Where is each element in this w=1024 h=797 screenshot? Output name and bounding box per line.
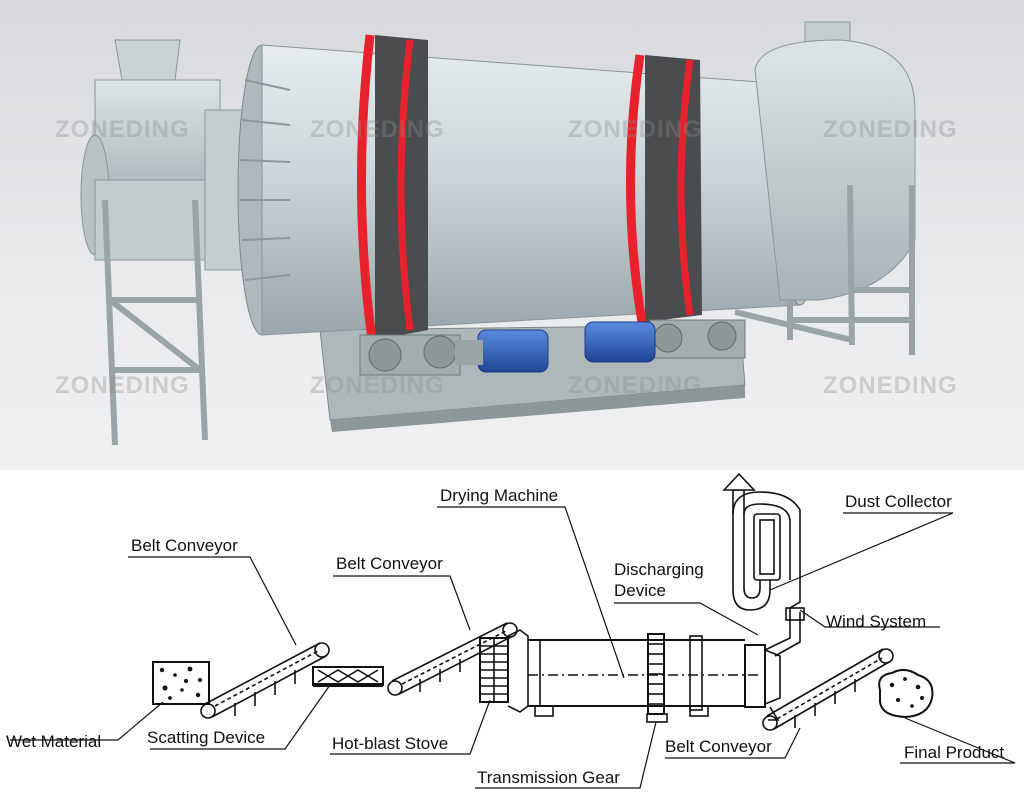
drive-motor-right (584, 321, 656, 363)
belt-conveyor-2 (387, 622, 518, 696)
watermark: ZONEDING (310, 372, 445, 399)
riding-ring-left (357, 34, 428, 341)
support-rollers (359, 319, 746, 376)
watermark: ZONEDING (55, 372, 190, 399)
watermark: ZONEDING (55, 116, 190, 143)
watermark: ZONEDING (823, 372, 958, 399)
label-discharging-device-line1: Discharging (614, 560, 704, 579)
drive-motor-left (455, 329, 549, 373)
label-belt-conveyor-3: Belt Conveyor (665, 737, 772, 756)
scatting-device (312, 666, 384, 687)
dryer-drum (237, 44, 819, 336)
rotary-dryer-illustration (80, 21, 916, 446)
label-final-product: Final Product (904, 743, 1005, 762)
dust-collector-system (722, 472, 805, 657)
belt-conveyor-3 (762, 648, 894, 731)
belt-conveyor-1 (200, 642, 330, 719)
rotary-dryer-photo: ZONEDING ZONEDING ZONEDING ZONEDING ZONE… (0, 0, 1024, 470)
leader-lines (10, 506, 1016, 789)
label-wet-material: Wet Material (6, 732, 102, 751)
label-belt-conveyor-2: Belt Conveyor (336, 554, 443, 573)
watermark: ZONEDING (310, 116, 445, 143)
label-belt-conveyor-1: Belt Conveyor (131, 536, 238, 555)
watermark: ZONEDING (823, 116, 958, 143)
label-wind-system: Wind System (826, 612, 927, 631)
label-hot-blast-stove: Hot-blast Stove (332, 734, 449, 753)
process-flow-drawing (10, 472, 1016, 789)
label-dust-collector: Dust Collector (845, 492, 952, 511)
discharge-hood-legs (734, 184, 915, 355)
label-discharging-device-line2: Device (614, 581, 666, 600)
watermark: ZONEDING (568, 116, 703, 143)
riding-ring-right (625, 54, 702, 323)
final-product-pile (878, 669, 934, 719)
hot-blast-stove (479, 637, 509, 703)
label-drying-machine: Drying Machine (440, 486, 559, 505)
watermark: ZONEDING (568, 372, 703, 399)
label-transmission-gear: Transmission Gear (477, 768, 620, 787)
discharge-hood (754, 21, 916, 301)
label-scatting-device: Scatting Device (147, 728, 266, 747)
drying-machine-drum (507, 629, 781, 723)
process-flow-diagram: Belt Conveyor Belt Conveyor Drying Machi… (0, 470, 1024, 797)
wet-material-box (152, 661, 210, 705)
feed-hood-legs (102, 199, 208, 446)
